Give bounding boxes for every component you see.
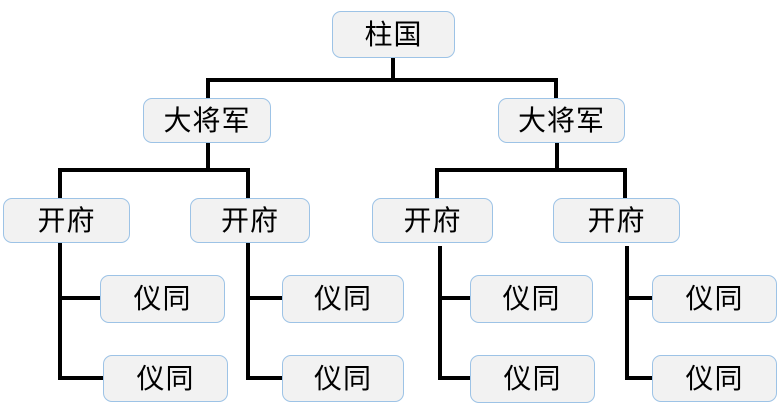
node-kaifu-1: 开府 [3,198,130,243]
node-kaifu-2: 开府 [190,198,310,243]
node-kaifu-4: 开府 [553,198,680,243]
node-dajiangjun-left: 大将军 [143,98,271,143]
node-zhuguo: 柱国 [332,11,455,58]
node-yitong-3: 仪同 [282,275,404,323]
node-yitong-2: 仪同 [103,355,228,402]
node-yitong-5: 仪同 [470,275,593,323]
node-yitong-4: 仪同 [282,355,404,402]
node-dajiangjun-right: 大将军 [498,98,625,143]
node-yitong-1: 仪同 [100,275,225,323]
node-yitong-8: 仪同 [652,355,777,402]
connector-group [58,58,652,380]
node-yitong-6: 仪同 [470,355,595,403]
node-kaifu-3: 开府 [372,198,493,243]
node-yitong-7: 仪同 [652,275,777,323]
